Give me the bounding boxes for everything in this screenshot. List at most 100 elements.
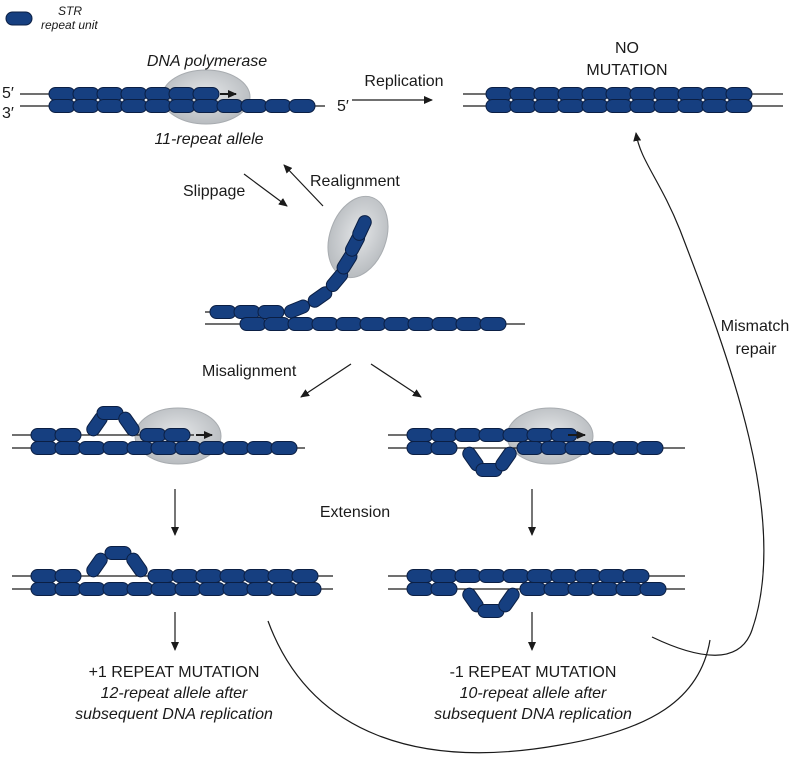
repeat-unit — [454, 569, 482, 583]
repeat-unit — [174, 582, 202, 596]
repeat-unit — [519, 582, 547, 596]
repeat-unit — [243, 569, 271, 583]
plus1-title: +1 REPEAT MUTATION — [89, 664, 260, 681]
repeat-unit — [725, 99, 753, 113]
mismatch-repair-curve — [633, 132, 765, 656]
repeat-unit — [72, 99, 100, 113]
repeat-unit — [270, 582, 298, 596]
repeat-unit — [485, 87, 513, 101]
repeat-unit — [454, 428, 482, 442]
repeat-unit — [30, 441, 58, 455]
repeat-unit — [86, 552, 108, 578]
repeat-unit — [430, 441, 458, 455]
repeat-unit — [30, 582, 58, 596]
mismatch-repair-label-2: repair — [736, 341, 778, 358]
repeat-unit — [485, 99, 513, 113]
repeat-unit — [239, 317, 267, 331]
misalignment-arrow-right — [370, 363, 422, 398]
repeat-unit — [455, 317, 483, 331]
repeat-unit — [622, 569, 650, 583]
realignment-arrow — [283, 164, 324, 207]
misalignment-label: Misalignment — [202, 363, 297, 380]
repeat-unit — [352, 215, 372, 241]
repeat-unit — [725, 87, 753, 101]
repeat-unit — [48, 99, 76, 113]
repeat-unit — [430, 428, 458, 442]
repeat-unit — [198, 582, 226, 596]
repeat-unit — [588, 441, 616, 455]
mismatch-repair-curve-bottom — [267, 620, 711, 754]
repeat-unit — [406, 441, 434, 455]
repeat-unit — [406, 582, 434, 596]
repeat-unit — [233, 305, 261, 319]
repeat-unit — [383, 317, 411, 331]
repeat-unit — [498, 587, 520, 613]
minus1-line2: subsequent DNA replication — [434, 706, 632, 723]
repeat-unit — [257, 305, 285, 319]
repeat-unit — [144, 87, 172, 101]
repeat-unit — [246, 441, 274, 455]
repeat-unit — [96, 99, 124, 113]
repeat-unit — [636, 441, 664, 455]
repeat-unit — [30, 569, 58, 583]
repeat-unit — [677, 87, 705, 101]
repeat-unit — [677, 99, 705, 113]
minus1-title: -1 REPEAT MUTATION — [450, 664, 617, 681]
repeat-unit — [30, 428, 58, 442]
repeat-unit — [54, 428, 82, 442]
repeat-unit — [246, 582, 274, 596]
repeat-unit — [150, 582, 178, 596]
repeat-unit — [192, 99, 220, 113]
no-mutation-label-1: NO — [615, 40, 639, 57]
minus1-line1: 10-repeat allele after — [460, 685, 607, 702]
slippage-label: Slippage — [183, 183, 245, 200]
repeat-unit — [291, 569, 319, 583]
repeat-unit — [118, 411, 140, 437]
repeat-unit — [48, 87, 76, 101]
repeat-unit — [54, 582, 82, 596]
plus1-line2: subsequent DNA replication — [75, 706, 273, 723]
repeat-unit — [72, 87, 100, 101]
repeat-unit — [516, 441, 544, 455]
repeat-unit — [222, 582, 250, 596]
repeat-unit — [264, 99, 292, 113]
legend-repeat-unit — [5, 11, 33, 26]
repeat-unit — [430, 582, 458, 596]
repeat-unit — [557, 99, 585, 113]
legend-symbol-label: STR — [58, 4, 82, 18]
repeat-unit — [581, 87, 609, 101]
repeat-unit — [550, 569, 578, 583]
repeat-unit — [615, 582, 643, 596]
plus1-line1: 12-repeat allele after — [101, 685, 248, 702]
repeat-unit — [406, 428, 434, 442]
repeat-unit — [78, 441, 106, 455]
repeat-unit — [144, 99, 172, 113]
repeat-unit — [174, 441, 202, 455]
repeat-unit — [147, 569, 175, 583]
repeat-unit — [216, 99, 244, 113]
diagram-labels: STR repeat unit 5′ 3′ 5′ DNA polymerase … — [2, 4, 789, 723]
strand-3-label: 3′ — [2, 105, 14, 122]
repeat-unit — [509, 99, 537, 113]
repeat-unit — [198, 441, 226, 455]
repeat-unit — [168, 99, 196, 113]
repeat-unit — [564, 441, 592, 455]
repeat-unit — [598, 569, 626, 583]
repeat-unit — [335, 317, 363, 331]
repeat-unit — [139, 428, 167, 442]
repeat-unit — [653, 99, 681, 113]
repeat-unit — [574, 569, 602, 583]
repeat-unit — [407, 317, 435, 331]
repeat-unit — [270, 441, 298, 455]
repeat-unit — [163, 428, 191, 442]
repeat-unit — [478, 569, 506, 583]
repeat-unit — [294, 582, 322, 596]
repeat-unit — [533, 99, 561, 113]
replication-label: Replication — [364, 73, 443, 90]
repeat-unit — [222, 441, 250, 455]
repeat-unit — [287, 317, 315, 331]
repeat-unit — [168, 87, 196, 101]
allele-11-label: 11-repeat allele — [154, 131, 263, 148]
repeat-unit — [209, 305, 237, 319]
